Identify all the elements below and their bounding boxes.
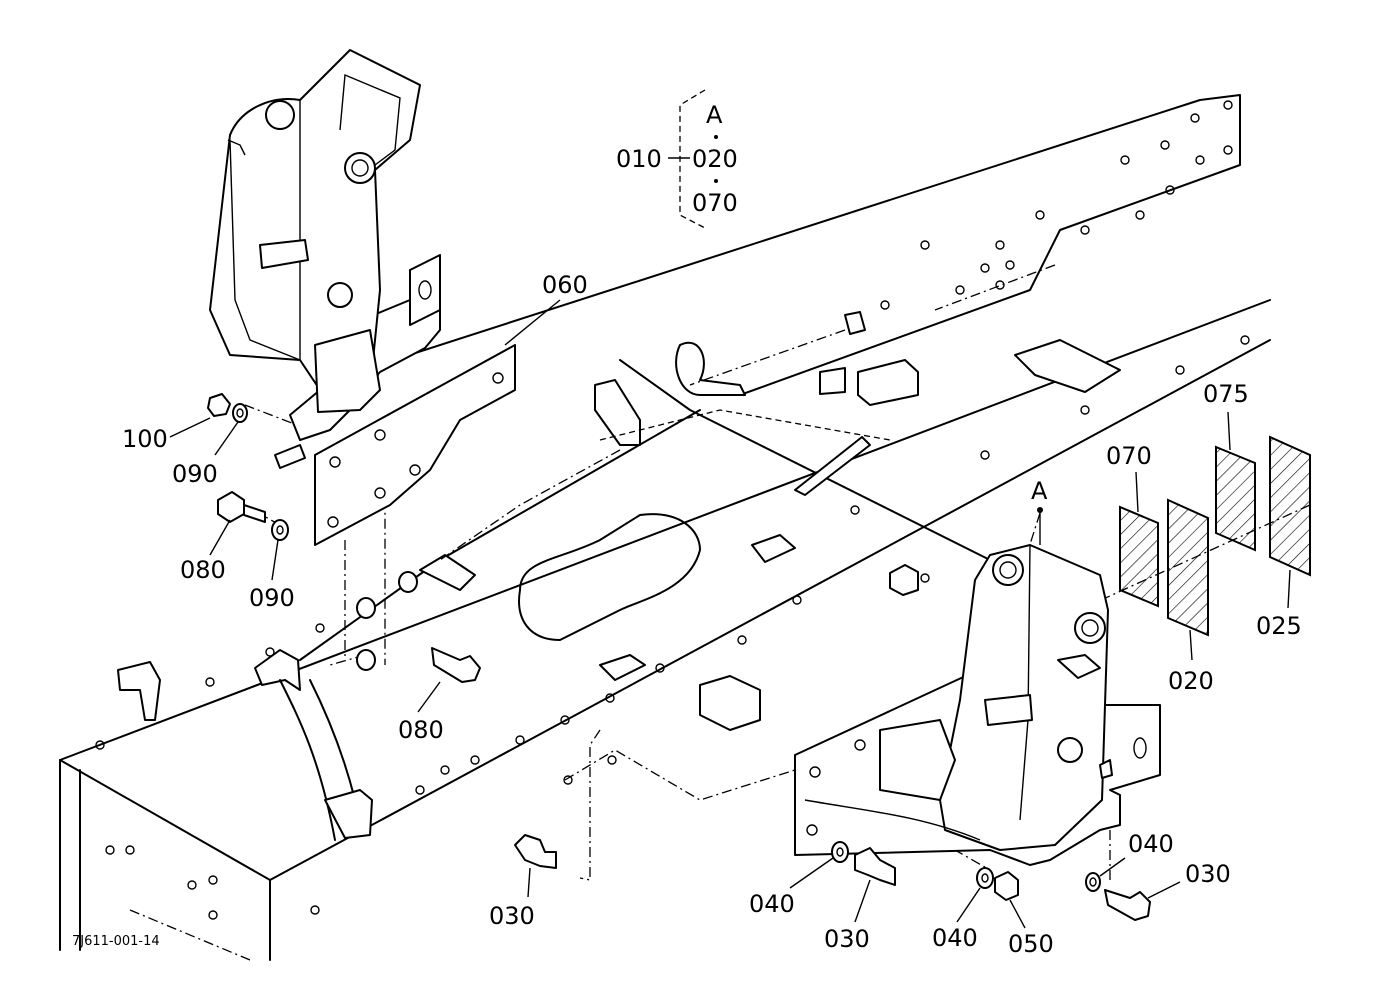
nut-100	[207, 393, 231, 417]
bolt-030-right	[1104, 889, 1151, 921]
frame-rails	[59, 94, 1271, 961]
reference-marker-a: A	[1031, 477, 1048, 505]
washer-090-upper	[232, 403, 248, 423]
callout-080-center: 080	[398, 716, 444, 744]
callout-040-b: 040	[932, 924, 978, 952]
callout-030-lower-left: 030	[489, 902, 535, 930]
right-bracket-assembly	[794, 544, 1161, 866]
callout-040-c: 040	[1128, 830, 1174, 858]
left-bracket-assembly	[209, 49, 516, 546]
callout-030-bottom: 030	[824, 925, 870, 953]
group-id-label: 010	[616, 145, 662, 173]
bolt-030-bottom	[854, 847, 896, 886]
shims	[1119, 435, 1311, 637]
drawing-code: 7J611-001-14	[72, 934, 160, 949]
group-bracket: 010 A 020 070	[616, 89, 738, 229]
shim-025	[1269, 435, 1311, 577]
callout-060: 060	[542, 271, 588, 299]
washer-040-b	[976, 867, 994, 889]
ref-point-a	[1037, 507, 1043, 513]
callout-040-a: 040	[749, 890, 795, 918]
washer-040-c	[1085, 872, 1101, 892]
group-item-020: 020	[692, 145, 738, 173]
fasteners	[207, 393, 1151, 921]
callout-025: 025	[1256, 612, 1302, 640]
nut-050	[994, 871, 1019, 901]
callout-020: 020	[1168, 667, 1214, 695]
bolt-080-upper	[217, 491, 266, 523]
callout-070: 070	[1106, 442, 1152, 470]
group-item-a: A	[706, 101, 723, 129]
callout-050: 050	[1008, 930, 1054, 958]
callout-090-lower: 090	[249, 584, 295, 612]
washer-090-lower	[271, 519, 289, 541]
callout-labels: 060 100 090 080 090 080 030 040 030 040 …	[122, 271, 1302, 958]
shim-075	[1215, 445, 1256, 552]
callout-080-upper: 080	[180, 556, 226, 584]
washer-040-a	[831, 841, 849, 863]
shim-070	[1119, 505, 1159, 608]
callout-030-right: 030	[1185, 860, 1231, 888]
bolt-030-lower-left	[514, 834, 557, 869]
callout-075: 075	[1203, 380, 1249, 408]
shim-020	[1167, 498, 1209, 637]
callout-100: 100	[122, 425, 168, 453]
callout-090-upper: 090	[172, 460, 218, 488]
leader-lines	[169, 157, 1291, 929]
rail-holes	[880, 100, 1233, 310]
group-item-070: 070	[692, 189, 738, 217]
bolt-080-center	[431, 647, 481, 683]
